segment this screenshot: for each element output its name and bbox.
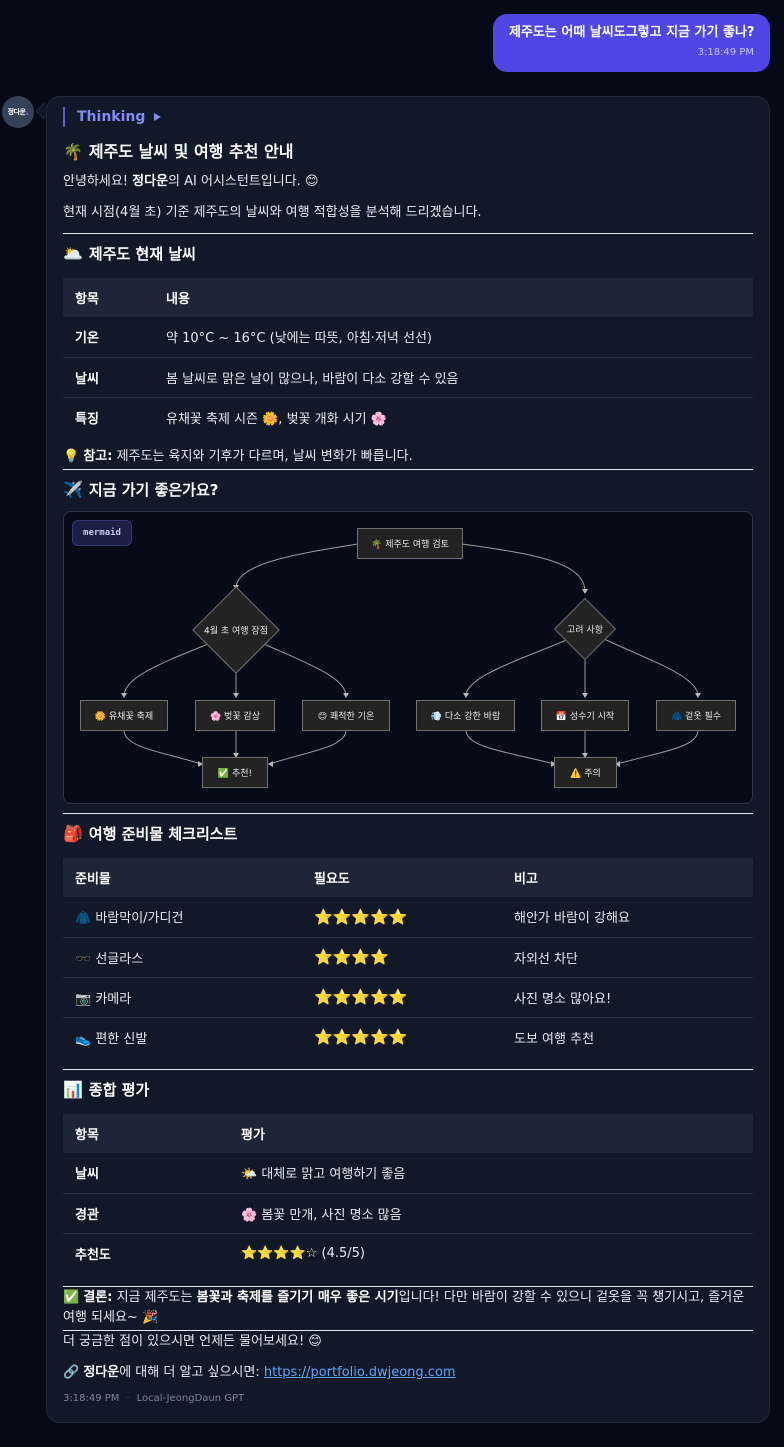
evaluation-heading: 📊 종합 평가 [63, 1080, 150, 1099]
avatar-dot [26, 113, 29, 115]
link-icon: 🔗 [63, 1365, 80, 1380]
table-row: 추천도 ⭐⭐⭐⭐☆ (4.5/5) [63, 1232, 753, 1273]
intro-text: 현재 시점(4월 초) 기준 제주도의 날씨와 여행 적합성을 분석해 드리겠습… [63, 205, 482, 220]
assistant-message-card: Thinking 🌴 제주도 날씨 및 여행 추천 안내 안녕하세요! 정다운의… [46, 96, 770, 1423]
divider [63, 1286, 753, 1287]
smile-icon: 😊 [308, 1334, 322, 1349]
table-row: 날씨 봄 날씨로 맑은 날이 많으나, 바람이 다소 강할 수 있음 [63, 356, 753, 397]
divider [63, 469, 753, 470]
node-strong-wind: 💨 다소 강한 바람 [416, 700, 515, 731]
node-caution: ⚠️ 주의 [554, 757, 617, 788]
table-row: 기온 약 10°C ~ 16°C (낮에는 따뜻, 아침·저녁 선선) [75, 331, 432, 347]
node-pleasant-temp: 😊 쾌적한 기온 [302, 700, 390, 731]
message-time: 3:18:49 PM [63, 1393, 120, 1404]
thinking-toggle[interactable]: Thinking [63, 107, 753, 127]
weather-note: 💡 참고: 제주도는 육지와 기후가 다르며, 날씨 변화가 빠릅니다. [63, 449, 413, 464]
user-message-time: 3:18:49 PM [697, 47, 754, 58]
node-peak-season: 📅 성수기 시작 [541, 700, 629, 731]
rating-stars: ⭐⭐⭐⭐⭐ [314, 907, 408, 926]
rating-stars: ⭐⭐⭐⭐ [302, 936, 502, 977]
lightbulb-icon: 💡 [63, 449, 80, 464]
table-row: 🧥 바람막이/가디건 ⭐⭐⭐⭐⭐ 해안가 바람이 강해요 [63, 897, 753, 937]
weather-table: 항목 내용 기온 약 10°C ~ 16°C (낮에는 따뜻, 아침·저녁 선선… [63, 278, 753, 437]
flowchart-edges [121, 543, 701, 767]
divider [63, 813, 753, 814]
table-row: 📷 카메라 ⭐⭐⭐⭐⭐ 사진 명소 많아요! [63, 976, 753, 1017]
portfolio-link[interactable]: https://portfolio.dwjeong.com [263, 1365, 456, 1380]
portfolio-line: 🔗 정다운에 대해 더 알고 싶으시면: https://portfolio.d… [63, 1365, 456, 1380]
conclusion: ✅ 결론: 지금 제주도는 봄꽃과 축제를 즐기기 매우 좋은 시기입니다! 다… [63, 1290, 745, 1325]
thinking-label: Thinking [77, 109, 146, 125]
table-header-row: 항목 내용 [63, 278, 753, 317]
divider [63, 233, 753, 234]
mermaid-flowchart: mermaid 🌴 제주도 여행 검토 4월 초 여행 장점 고려 사항 🌼 유… [63, 511, 753, 804]
node-recommended: ✅ 추천! [202, 757, 268, 788]
palm-tree-icon: 🌴 [63, 142, 83, 161]
check-mark-icon: ✅ [63, 1290, 80, 1305]
rating-stars: ⭐⭐⭐⭐⭐ [302, 976, 502, 1017]
airplane-icon: ✈️ [63, 480, 83, 499]
go-now-heading: ✈️ 지금 가기 좋은가요? [63, 480, 219, 499]
evaluation-table: 항목 평가 날씨 🌤️ 대체로 맑고 여행하기 좋음 경관 🌸 봄꽃 만개, 사… [63, 1114, 753, 1273]
mermaid-badge: mermaid [72, 520, 132, 546]
user-message-bubble: 제주도는 어때 날씨도그렇고 지금 가기 좋나? 3:18:49 PM [493, 14, 770, 72]
response-title: 🌴 제주도 날씨 및 여행 추천 안내 [63, 142, 294, 161]
table-row: 🕶️ 선글라스 ⭐⭐⭐⭐ 자외선 차단 [63, 936, 753, 977]
rating-stars: ⭐⭐⭐⭐⭐ [302, 1016, 502, 1057]
checklist-table: 준비물 필요도 비고 🧥 바람막이/가디건 ⭐⭐⭐⭐⭐ 해안가 바람이 강해요 … [63, 858, 753, 1057]
sun-cloud-icon: 🌥️ [63, 244, 83, 263]
node-cherry-blossom: 🌸 벚꽃 감상 [195, 700, 275, 731]
table-row: 특징 유채꽃 축제 시즌 🌼, 벚꽃 개화 시기 🌸 [63, 396, 753, 437]
table-row: 날씨 🌤️ 대체로 맑고 여행하기 좋음 [75, 1167, 406, 1183]
smile-icon: 😊 [304, 174, 319, 189]
divider [63, 1069, 753, 1070]
owner-name: 정다운 [132, 174, 169, 189]
divider [63, 1330, 753, 1331]
decision-advantages-label: 4월 초 여행 장점 [204, 626, 268, 637]
party-popper-icon: 🎉 [141, 1310, 159, 1325]
assistant-avatar: 정다운 [2, 96, 34, 128]
model-name: Local-JeongDaun GPT [136, 1393, 245, 1404]
backpack-icon: 🎒 [63, 824, 83, 843]
recommendation-rating: ⭐⭐⭐⭐☆ (4.5/5) [229, 1232, 753, 1273]
decision-considerations-label: 고려 사항 [567, 625, 603, 636]
checklist-heading: 🎒 여행 준비물 체크리스트 [63, 824, 238, 843]
message-footer: 3:18:49 PM · Local-JeongDaun GPT [63, 1393, 753, 1404]
table-header-row: 항목 평가 [63, 1114, 753, 1153]
weather-heading: 🌥️ 제주도 현재 날씨 [63, 244, 196, 263]
greeting: 안녕하세요! 정다운의 AI 어시스턴트입니다. 😊 [63, 174, 319, 189]
table-header-row: 준비물 필요도 비고 [63, 858, 753, 897]
user-message-text: 제주도는 어때 날씨도그렇고 지금 가기 좋나? [509, 25, 755, 40]
expand-triangle-icon [154, 113, 162, 121]
node-outerwear: 🧥 겉옷 필수 [656, 700, 736, 731]
footer-separator: · [126, 1393, 130, 1404]
avatar-text: 정다운 [7, 108, 26, 116]
closing-text: 더 궁금한 점이 있으시면 언제든 물어보세요! 😊 [63, 1334, 322, 1349]
table-row: 👟 편한 신발 ⭐⭐⭐⭐⭐ 도보 여행 추천 [63, 1016, 753, 1057]
table-row: 경관 🌸 봄꽃 만개, 사진 명소 많음 [63, 1192, 753, 1233]
node-root: 🌴 제주도 여행 검토 [357, 528, 463, 559]
node-canola-festival: 🌼 유채꽃 축제 [80, 700, 168, 731]
bar-chart-icon: 📊 [63, 1080, 83, 1099]
